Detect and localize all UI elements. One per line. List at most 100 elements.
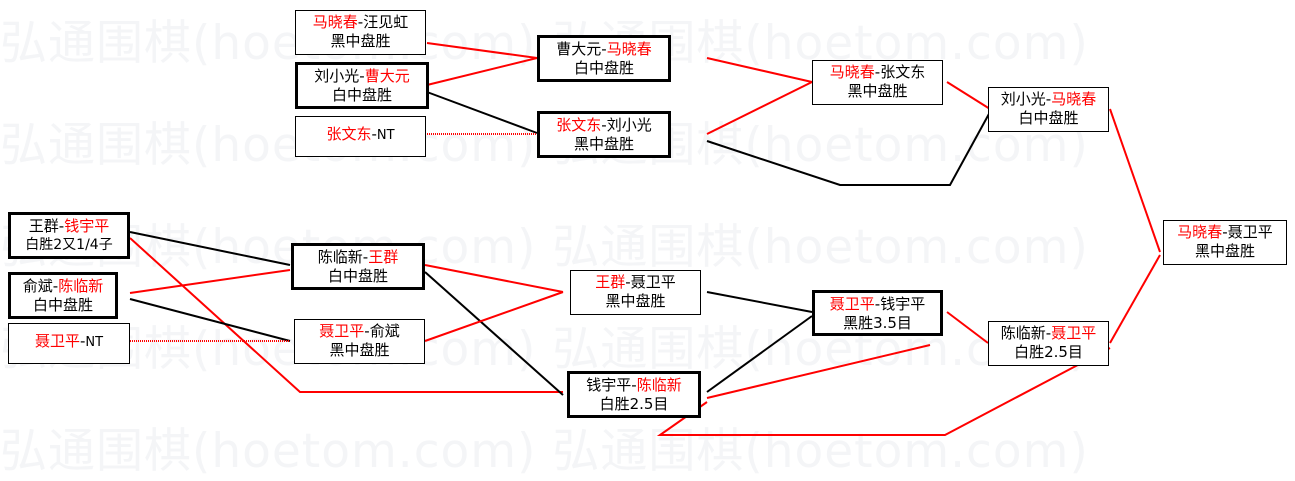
match-players: 张文东-NT [296, 125, 425, 144]
player-winner: 聂卫平 [829, 295, 875, 313]
player-loser: 聂卫平 [630, 273, 676, 291]
player-separator: - [371, 125, 377, 143]
match-players: 曹大元-马晓春 [540, 40, 668, 59]
player-loser: 俞斌 [22, 277, 53, 295]
match-result: 白胜2.5目 [1014, 343, 1083, 361]
match-result: 白胜2.5目 [599, 395, 669, 413]
player-winner: 马晓春 [829, 63, 875, 81]
player-winner: 王群 [595, 273, 626, 291]
link-m11-to-m14 [424, 271, 564, 396]
link-m6-to-m7 [946, 81, 991, 110]
match-players: 钱宇平-陈临新 [570, 376, 698, 395]
player-separator: - [359, 67, 365, 85]
player-bye: NT [376, 128, 395, 143]
match-result: 白中盘胜 [1018, 109, 1079, 127]
link-m2-to-m5 [426, 91, 538, 134]
match-players: 刘小光-马晓春 [989, 90, 1108, 109]
match-players: 马晓春-聂卫平 [1164, 223, 1286, 242]
player-loser: 刘小光 [1000, 90, 1046, 108]
match-box-m14[interactable]: 钱宇平-陈临新 白胜2.5目 [567, 371, 701, 418]
link-m15-to-m16 [946, 311, 989, 344]
match-players: 马晓春-张文东 [813, 63, 942, 82]
match-box-m1[interactable]: 马晓春-汪见虹 黑中盘胜 [295, 10, 426, 55]
player-separator: - [79, 332, 86, 350]
match-result: 白中盘胜 [32, 296, 93, 314]
link-m13-to-m15 [706, 291, 813, 313]
match-box-m2[interactable]: 刘小光-曹大元 白中盘胜 [295, 62, 429, 109]
match-result: 白中盘胜 [573, 59, 634, 77]
link-m14-to-m16 [706, 344, 931, 399]
match-players: 王群-钱宇平 [11, 217, 127, 236]
player-winner: 马晓春 [1051, 90, 1097, 108]
match-box-m12[interactable]: 聂卫平-俞斌 黑中盘胜 [294, 319, 425, 364]
player-separator: - [601, 116, 607, 134]
player-separator: - [52, 277, 59, 295]
match-result: 黑中盘胜 [573, 135, 634, 153]
match-players: 聂卫平-钱宇平 [815, 295, 940, 314]
match-box-m13[interactable]: 王群-聂卫平 黑中盘胜 [570, 270, 701, 315]
player-winner: 马晓春 [312, 13, 358, 31]
match-result: 黑中盘胜 [1194, 242, 1255, 260]
match-box-m9[interactable]: 俞斌-陈临新 白中盘胜 [8, 272, 118, 319]
player-loser: 钱宇平 [880, 295, 926, 313]
match-box-m5[interactable]: 张文东-刘小光 黑中盘胜 [537, 111, 671, 158]
player-separator: - [1045, 324, 1052, 342]
link-m16-to-final [1109, 254, 1161, 344]
link-m5-to-m6 [706, 81, 813, 135]
player-loser: 张文东 [880, 63, 926, 81]
match-box-m7[interactable]: 刘小光-马晓春 白中盘胜 [988, 87, 1109, 132]
match-players: 聂卫平-NT [9, 332, 129, 351]
player-bye: NT [85, 335, 104, 350]
match-box-m15[interactable]: 聂卫平-钱宇平 黑胜3.5目 [812, 290, 943, 336]
link-m2-to-m4 [426, 57, 538, 86]
player-winner: 张文东 [326, 125, 372, 143]
link-m8-to-m11 [129, 231, 291, 266]
match-players: 陈临新-王群 [294, 248, 422, 267]
player-winner: 陈临新 [636, 376, 682, 394]
link-lower-bracket-tail [656, 347, 1111, 436]
player-loser: 陈临新 [1000, 324, 1046, 342]
player-separator: - [1222, 223, 1228, 241]
player-separator: - [874, 63, 881, 81]
player-loser: 刘小光 [314, 67, 360, 85]
match-box-m8[interactable]: 王群-钱宇平 白胜2又1/4子 [8, 212, 130, 259]
match-players: 俞斌-陈临新 [11, 277, 115, 296]
match-players: 陈临新-聂卫平 [989, 324, 1108, 343]
player-winner: 马晓春 [606, 40, 652, 58]
match-box-m4[interactable]: 曹大元-马晓春 白中盘胜 [537, 35, 671, 82]
match-result: 黑胜3.5目 [843, 314, 912, 332]
match-box-m6[interactable]: 马晓春-张文东 黑中盘胜 [812, 60, 943, 105]
player-separator: - [364, 322, 370, 340]
player-separator: - [874, 295, 881, 313]
match-box-m16[interactable]: 陈临新-聂卫平 白胜2.5目 [988, 321, 1109, 366]
link-m7-to-final [1109, 108, 1161, 253]
link-losers-to-m7 [706, 111, 991, 186]
link-m14-to-m15 [706, 315, 813, 393]
match-result: 黑中盘胜 [605, 292, 666, 310]
player-winner: 聂卫平 [34, 332, 80, 350]
player-loser: 陈临新 [317, 248, 363, 266]
link-m11-to-m13 [424, 264, 564, 293]
player-separator: - [362, 248, 369, 266]
match-box-m10[interactable]: 聂卫平-NT [8, 323, 130, 364]
match-players: 聂卫平-俞斌 [295, 322, 424, 341]
player-separator: - [58, 217, 65, 235]
player-winner: 钱宇平 [64, 217, 110, 235]
player-separator: - [1045, 90, 1052, 108]
match-box-m11[interactable]: 陈临新-王群 白中盘胜 [291, 243, 425, 290]
match-result: 黑中盘胜 [329, 341, 390, 359]
player-separator: - [357, 13, 364, 31]
player-winner: 陈临新 [58, 277, 104, 295]
match-box-final[interactable]: 马晓春-聂卫平 黑中盘胜 [1163, 220, 1287, 265]
player-winner: 曹大元 [364, 67, 410, 85]
match-result: 白中盘胜 [327, 267, 388, 285]
match-players: 刘小光-曹大元 [298, 67, 426, 86]
link-m9-to-m11 [129, 269, 291, 294]
player-loser: 汪见虹 [363, 13, 409, 31]
player-winner: 王群 [368, 248, 399, 266]
link-m12-to-m13 [424, 291, 564, 342]
player-loser: 聂卫平 [1227, 223, 1273, 241]
match-box-m3[interactable]: 张文东-NT [295, 116, 426, 157]
